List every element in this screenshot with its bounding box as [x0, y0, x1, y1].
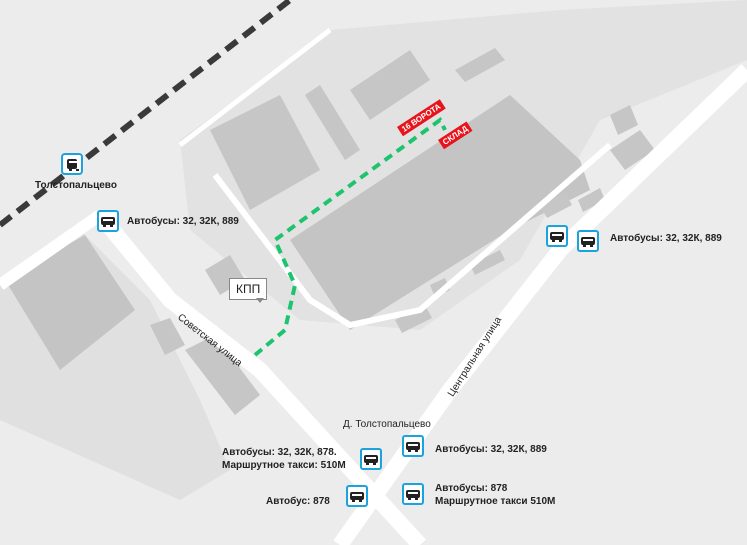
bus-stop-icon[interactable]: [402, 435, 424, 457]
road-internal: [212, 142, 612, 329]
bus-stop-icon[interactable]: [402, 483, 424, 505]
building: [470, 250, 505, 275]
road: [178, 28, 332, 147]
building: [305, 85, 360, 160]
bus-stop-label: Автобусы: 32, 32К, 889: [127, 216, 239, 227]
bus-stop-icon[interactable]: [97, 210, 119, 232]
building: [395, 305, 432, 333]
building: [350, 50, 430, 120]
village-label: Д. Толстопальцево: [343, 419, 431, 430]
road-sovetskaya: [93, 209, 426, 545]
building-warehouse: [290, 95, 590, 330]
bus-stop-icon[interactable]: [546, 225, 568, 247]
building: [610, 105, 638, 135]
road-centralnaya: [333, 64, 747, 545]
checkpoint-label: КПП: [229, 278, 268, 303]
building: [540, 192, 572, 218]
building: [210, 95, 320, 210]
building: [455, 48, 505, 82]
bus-stop-label: Автобусы: 32, 32К, 889: [610, 233, 722, 244]
bus-stop-icon[interactable]: [577, 230, 599, 252]
train-station-icon[interactable]: [61, 153, 83, 175]
bus-stop-label: Автобус: 878: [266, 496, 330, 507]
bus-stop-label: Автобусы: 32, 32К, 878.: [222, 447, 337, 458]
building: [610, 130, 655, 170]
road: [0, 210, 104, 290]
building: [5, 235, 135, 370]
bus-stop-label: Маршрутное такси 510М: [435, 496, 556, 507]
route-path: [253, 116, 447, 357]
bus-stop-icon[interactable]: [360, 448, 382, 470]
railway: [0, 0, 292, 228]
building: [150, 318, 185, 355]
building: [578, 188, 605, 212]
bus-stop-label: Автобусы: 32, 32К, 889: [435, 444, 547, 455]
station-label: Толстопальцево: [35, 180, 117, 191]
building: [185, 335, 260, 415]
bus-stop-icon[interactable]: [346, 485, 368, 507]
bus-stop-label: Автобусы: 878: [435, 483, 508, 494]
bus-stop-label: Маршрутное такси: 510М: [222, 460, 346, 471]
